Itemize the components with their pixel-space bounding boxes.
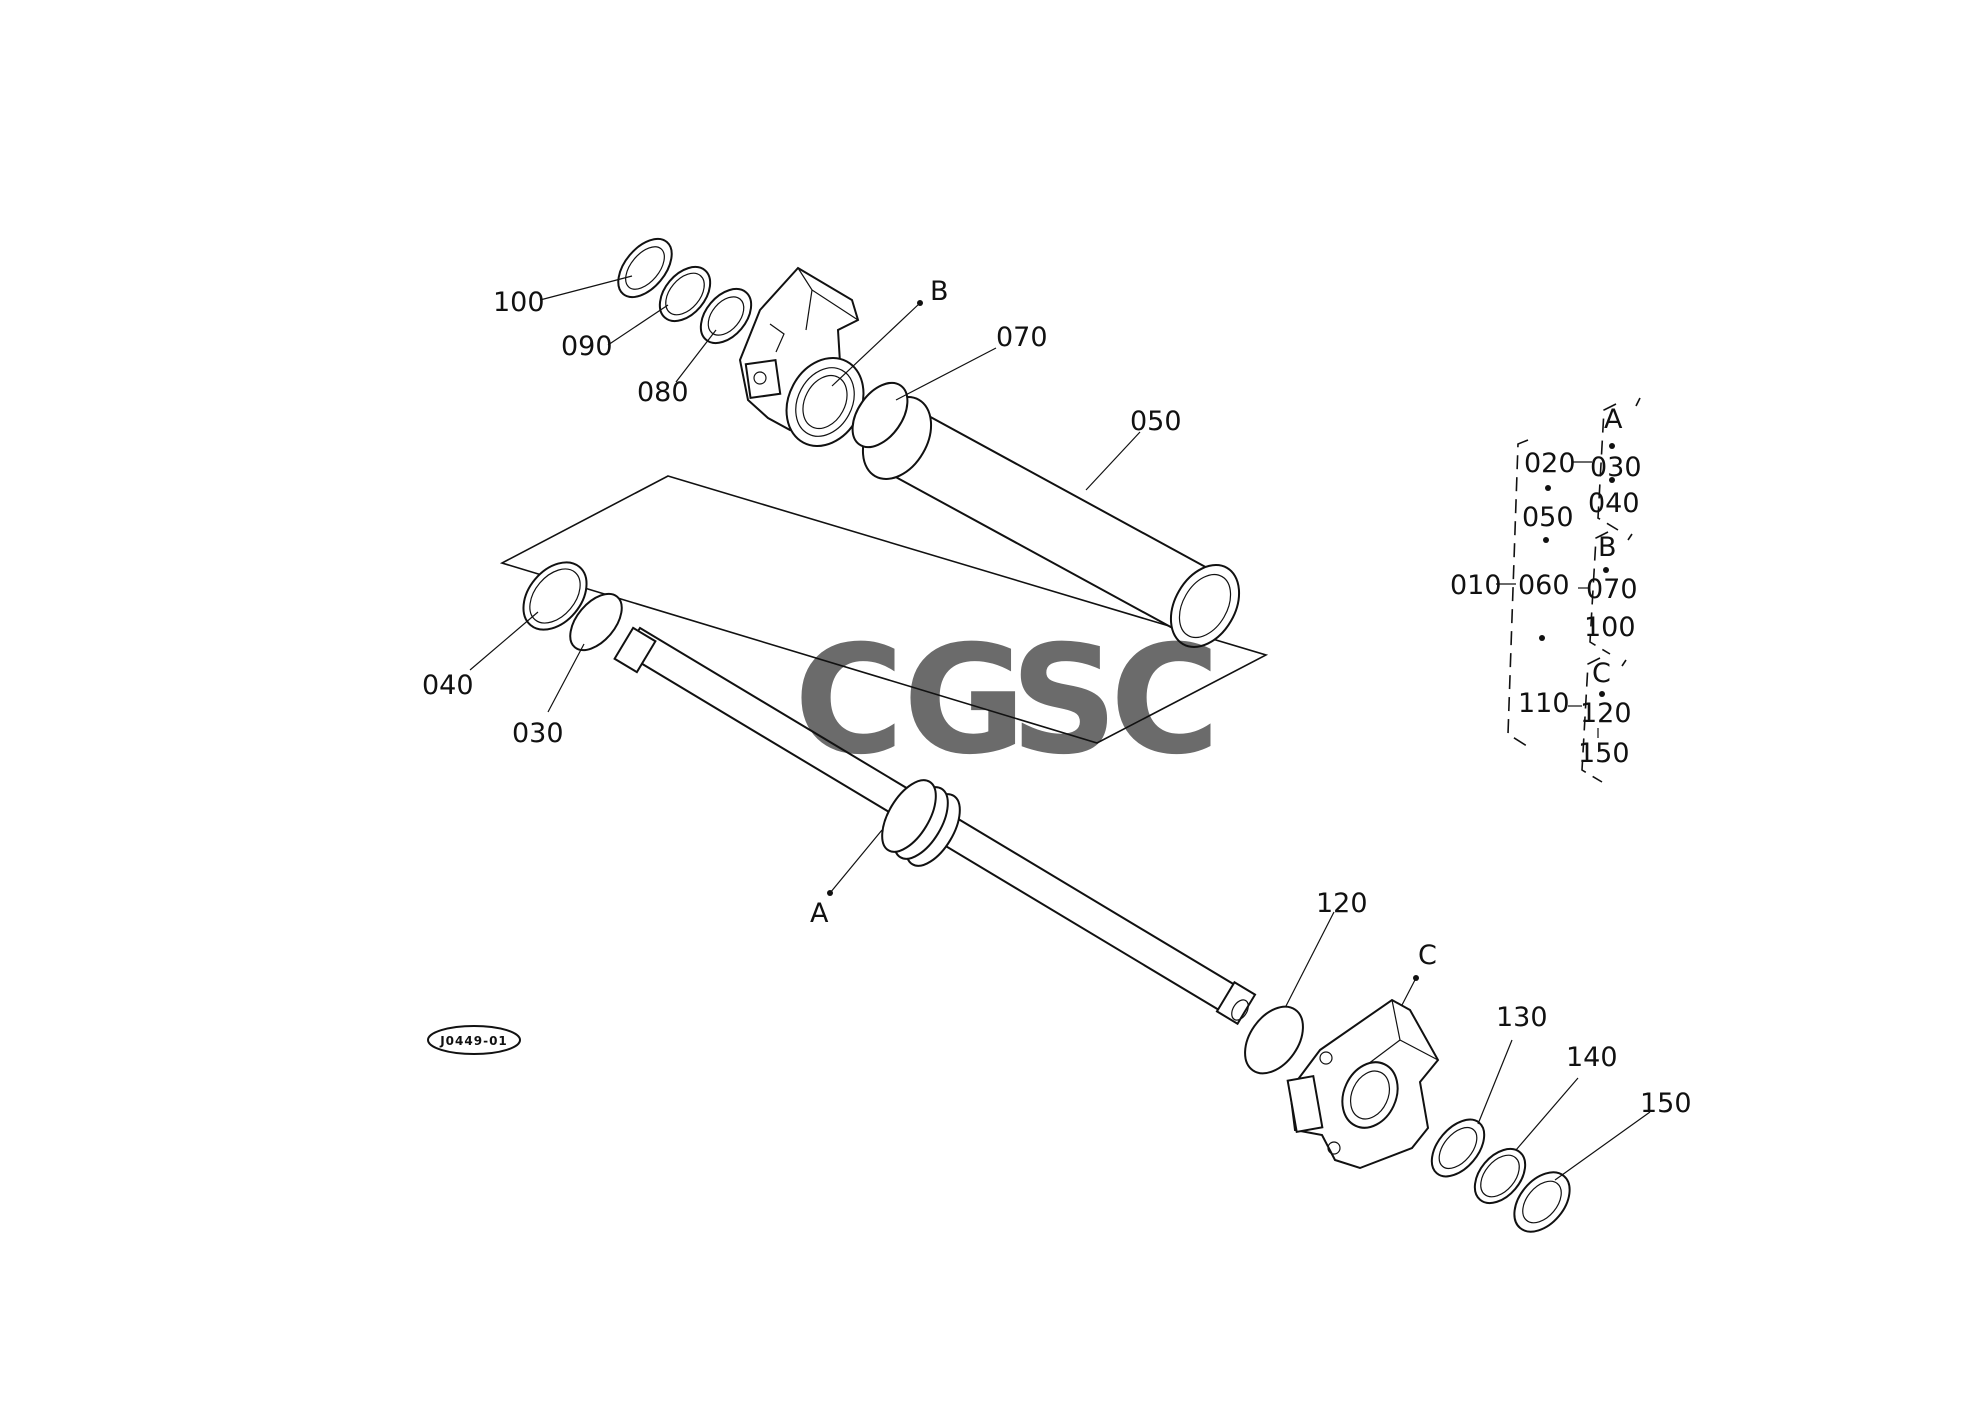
callout-130: 130 xyxy=(1496,1002,1548,1033)
cylinder-tube xyxy=(861,396,1241,648)
head-c xyxy=(1286,998,1440,1170)
callout-040: 040 xyxy=(422,670,474,701)
reference-code-badge: J0449-01 xyxy=(427,1025,521,1055)
tree-group-a-item: 040 xyxy=(1588,488,1640,519)
watermark-letter: C xyxy=(794,614,904,788)
tree-level1-item: 050 xyxy=(1522,502,1574,533)
head-b xyxy=(738,266,865,447)
watermark-logo: C G S C xyxy=(794,614,1220,788)
tree-group-b-label: B xyxy=(1598,532,1617,563)
callout-labels: 100 090 080 B 070 050 040 030 A 120 C 13… xyxy=(422,276,1692,1119)
callout-150: 150 xyxy=(1640,1088,1692,1119)
tree-level1-item: 020 xyxy=(1524,448,1576,479)
callout-120: 120 xyxy=(1316,888,1368,919)
callout-030: 030 xyxy=(512,718,564,749)
tree-group-b-item: 100 xyxy=(1584,612,1636,643)
watermark-letter: G xyxy=(903,614,1026,788)
callout-080: 080 xyxy=(637,377,689,408)
leader-lines xyxy=(469,275,1651,1181)
callout-a: A xyxy=(810,898,829,929)
piston-rod xyxy=(613,626,1257,1026)
callout-140: 140 xyxy=(1566,1042,1618,1073)
reference-code: J0449-01 xyxy=(439,1034,508,1048)
watermark-letter: C xyxy=(1110,614,1220,788)
tree-group-c-item: 120 xyxy=(1580,698,1632,729)
callout-090: 090 xyxy=(561,331,613,362)
tree-group-a-label: A xyxy=(1604,404,1623,435)
watermark-letter: S xyxy=(1010,614,1118,788)
callout-050: 050 xyxy=(1130,406,1182,437)
ring-090 xyxy=(658,265,712,323)
reference-plane xyxy=(499,475,1269,744)
seal-130 xyxy=(1430,1118,1486,1178)
tree-level1-item: 110 xyxy=(1518,688,1570,719)
ring-140 xyxy=(1473,1147,1527,1205)
o-ring-070 xyxy=(851,381,909,449)
seal-100 xyxy=(617,237,673,299)
tree-group-c-item: 150 xyxy=(1578,738,1630,769)
callout-c: C xyxy=(1418,940,1437,971)
callout-070: 070 xyxy=(996,322,1048,353)
callout-b: B xyxy=(930,276,949,307)
callout-100: 100 xyxy=(493,287,545,318)
tree-root: 010 xyxy=(1450,570,1502,601)
o-ring-120 xyxy=(1244,1005,1304,1075)
seal-080 xyxy=(699,287,753,345)
assembly-tree: 010 020 050 060 110 A 030 040 B 070 100 … xyxy=(1450,397,1642,783)
tree-level1-item: 060 xyxy=(1518,570,1570,601)
seal-150 xyxy=(1513,1171,1571,1233)
tree-group-c-label: C xyxy=(1592,658,1611,689)
tree-group-b-item: 070 xyxy=(1586,574,1638,605)
ring-040 xyxy=(522,561,588,631)
o-ring-030 xyxy=(569,592,623,652)
tree-group-a-item: 030 xyxy=(1590,452,1642,483)
